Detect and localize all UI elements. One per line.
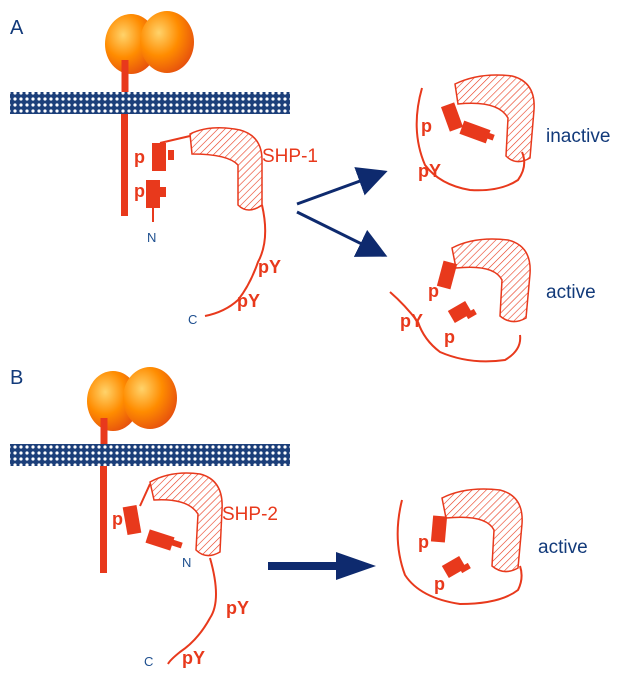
c-terminal-tail [167,557,217,665]
ptp-domain [149,472,223,557]
state-label: inactive [546,126,610,147]
inactive-conformation: p pY inactive [415,74,610,192]
p-label: p [418,532,429,552]
p-label: p [421,116,432,136]
protein-name: SHP-1 [262,146,318,167]
panel-a-label: A [10,17,24,39]
panel-b-label: B [10,367,23,389]
activation-arrow [268,552,376,580]
sh2-domains [122,483,183,551]
sh2-domains [146,135,191,222]
py-label: pY [258,257,281,277]
ptp-domain [189,127,263,211]
py-label: pY [226,598,249,618]
p-label: p [134,181,145,201]
arrow-to-active [296,210,388,257]
py-label: pY [182,648,205,668]
cell-membrane [10,92,290,114]
p-label: p [434,574,445,594]
state-label: active [538,537,588,558]
arrow-to-inactive [296,167,388,206]
c-terminus-label: C [188,312,197,327]
p-label: p [112,509,123,529]
py-label: pY [400,311,423,331]
py-label: pY [418,161,441,181]
n-terminus-label: N [182,555,191,570]
receptor-tail [121,114,128,216]
cell-membrane [10,444,290,466]
ligand-dimer [105,11,194,74]
p-label: p [134,147,145,167]
n-terminus-label: N [147,230,156,245]
active-conformation: p p active [396,488,588,606]
p-label: p [444,327,455,347]
active-conformation: p p pY active [389,238,596,363]
protein-name: SHP-2 [222,504,278,525]
state-label: active [546,282,596,303]
receptor-tail [100,466,107,573]
panel-b: B SHP-2 p N pY pY C [10,367,588,669]
py-label: pY [237,291,260,311]
p-label: p [428,281,439,301]
c-terminal-tail [204,204,267,317]
ligand-dimer [87,367,177,431]
c-terminus-label: C [144,654,153,669]
panel-a: A SHP-1 p p N pY pY C [10,11,610,363]
